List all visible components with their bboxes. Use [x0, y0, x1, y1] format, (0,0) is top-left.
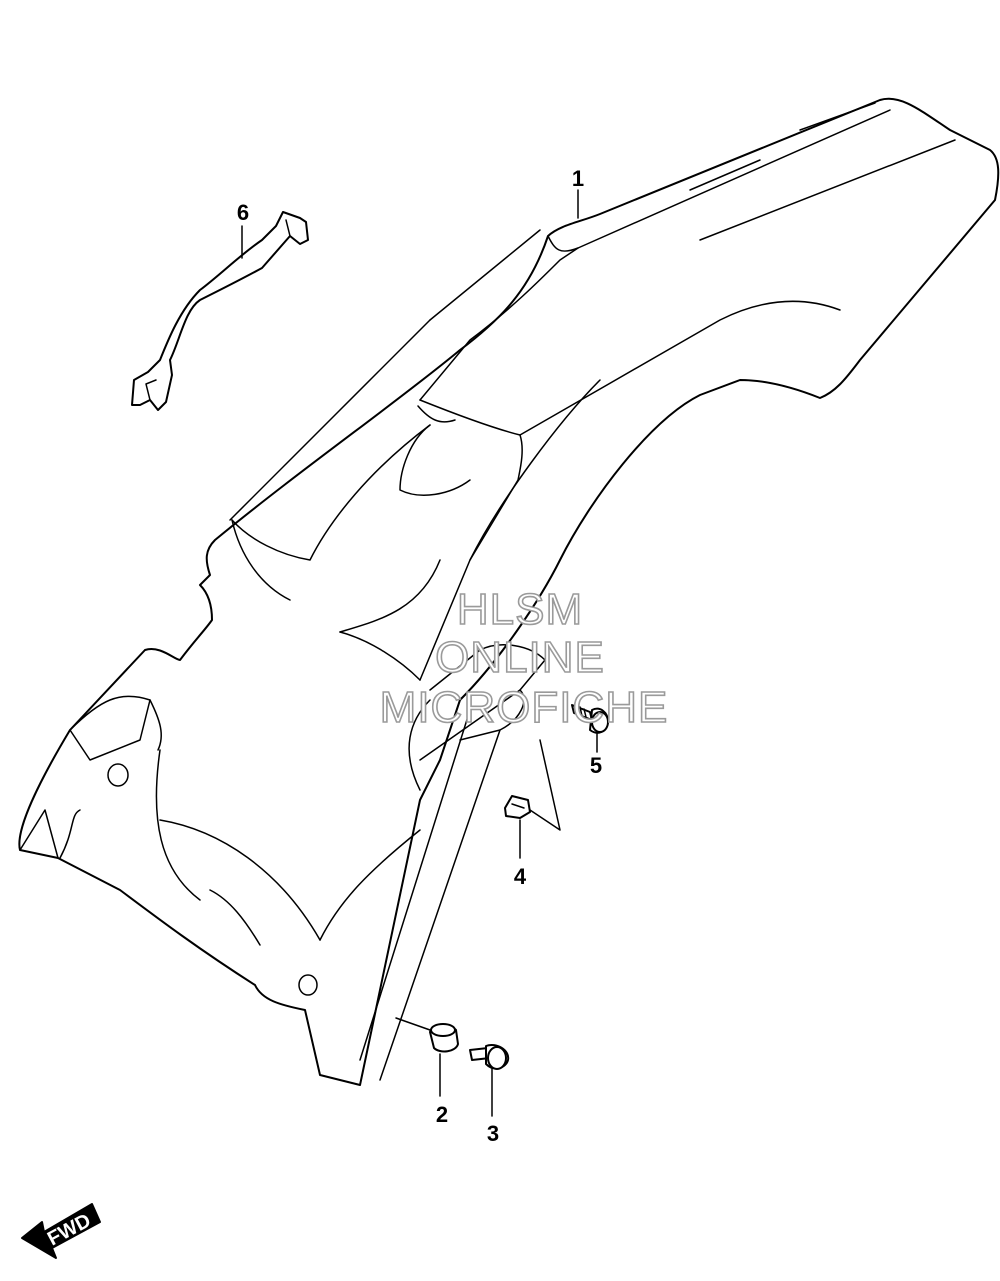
- callout-4: 4: [514, 864, 527, 889]
- leader-line-2a: [395, 1017, 431, 1031]
- fwd-label: FWD: [44, 1210, 95, 1251]
- rear-fender[interactable]: [18, 97, 1000, 1086]
- screw[interactable]: [571, 704, 609, 734]
- callout-1: 1: [572, 166, 584, 191]
- grommet[interactable]: [429, 1023, 459, 1053]
- watermark: HLSM ONLINE MICROFICHE: [379, 584, 669, 733]
- callout-3: 3: [487, 1121, 499, 1146]
- bolt[interactable]: [469, 1044, 510, 1070]
- watermark-line-3: MICROFICHE: [380, 683, 669, 732]
- tool-wrench[interactable]: [131, 211, 309, 411]
- watermark-line-2: ONLINE: [435, 633, 605, 682]
- fwd-arrow-icon: FWD: [21, 1203, 101, 1259]
- callout-6: 6: [237, 200, 249, 225]
- callout-2: 2: [436, 1102, 448, 1127]
- callout-5: 5: [590, 753, 602, 778]
- watermark-line-1: HLSM: [457, 585, 583, 634]
- clip-nut[interactable]: [504, 795, 531, 819]
